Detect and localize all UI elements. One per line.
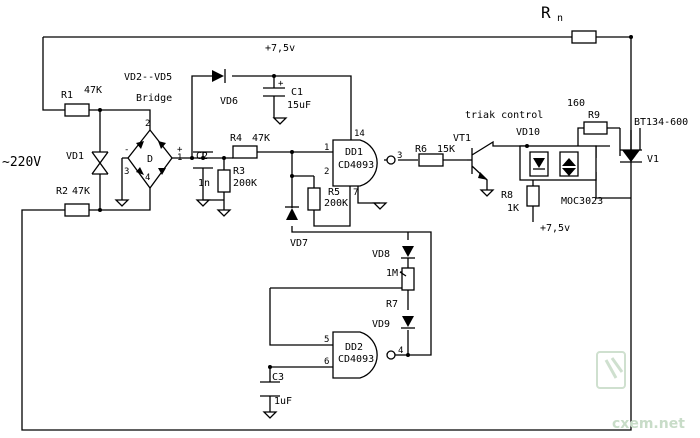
gate-dd2 bbox=[332, 331, 406, 379]
dd1-pin-1: 1 bbox=[324, 143, 329, 153]
resistor-r6 bbox=[418, 153, 444, 167]
resistor-r4 bbox=[232, 145, 258, 159]
c1-ref: C1 bbox=[291, 87, 303, 98]
c1-value: 15uF bbox=[287, 100, 311, 111]
dd1-chip: CD4093 bbox=[338, 160, 374, 171]
resistor-rn bbox=[571, 30, 597, 44]
vd10-label: VD10 bbox=[516, 127, 540, 138]
r6-ref: R6 bbox=[415, 144, 427, 155]
resistor-r7 bbox=[399, 267, 415, 291]
bridge-pin-1: 1 bbox=[177, 153, 182, 163]
bridge-d-label: D bbox=[147, 154, 153, 165]
dd2-chip: CD4093 bbox=[338, 354, 374, 365]
c2-value: 1n bbox=[198, 178, 210, 189]
dd1-pin-14: 14 bbox=[354, 129, 365, 139]
gate-dd1 bbox=[332, 139, 396, 187]
diode-vd6 bbox=[212, 69, 226, 83]
dd2-ref: DD2 bbox=[345, 342, 363, 353]
r8-value: 1K bbox=[507, 203, 519, 214]
diode-vd7 bbox=[285, 206, 299, 220]
resistor-r3 bbox=[217, 169, 231, 193]
bridge-pin-2: 2 bbox=[145, 119, 150, 129]
r8-ref: R8 bbox=[501, 190, 513, 201]
capacitor-c1: + bbox=[263, 79, 285, 104]
bridge-name: Bridge bbox=[136, 93, 172, 104]
r9-value: 160 bbox=[567, 98, 585, 109]
bridge-pin-3: 3 bbox=[124, 167, 129, 177]
bridge-ref: VD2--VD5 bbox=[124, 72, 172, 83]
opto-label: MOC3023 bbox=[561, 196, 603, 207]
r2-ref: R2 bbox=[56, 186, 68, 197]
resistor-r5 bbox=[307, 187, 321, 211]
triac-part-label: BT134-600 bbox=[634, 117, 688, 128]
triac-ref-label: V1 bbox=[647, 154, 659, 165]
transistor-vt1 bbox=[467, 159, 488, 180]
diode-vd8 bbox=[401, 246, 415, 259]
r5-value: 200K bbox=[324, 198, 348, 209]
optocoupler-moc3023 bbox=[519, 145, 597, 181]
r4-value: 47K bbox=[252, 133, 270, 144]
bridge-plus: + bbox=[177, 145, 183, 155]
bridge-pin-4: 4 bbox=[145, 173, 150, 183]
r4-ref: R4 bbox=[230, 133, 242, 144]
ground-symbols bbox=[114, 117, 495, 419]
dd2-pin-5: 5 bbox=[324, 335, 329, 345]
dd2-pin-4: 4 bbox=[398, 346, 403, 356]
r5-ref: R5 bbox=[328, 187, 340, 198]
r6-value: 15K bbox=[437, 144, 455, 155]
resistor-r8 bbox=[526, 185, 540, 207]
mains-label: ~220V bbox=[2, 155, 41, 170]
dd1-pin-2: 2 bbox=[324, 167, 329, 177]
vd8-label: VD8 bbox=[372, 249, 390, 260]
c3-ref: C3 bbox=[272, 372, 284, 383]
resistor-r2 bbox=[64, 203, 90, 217]
dd2-pin-6: 6 bbox=[324, 357, 329, 367]
r3-ref: R3 bbox=[233, 166, 245, 177]
supply-top-label: +7,5v bbox=[265, 43, 295, 54]
c3-value: 1uF bbox=[274, 396, 292, 407]
r3-value: 200K bbox=[233, 178, 257, 189]
vd1-label: VD1 bbox=[66, 151, 84, 162]
dd1-pin-7: 7 bbox=[353, 188, 358, 198]
r2-value: 47K bbox=[72, 186, 90, 197]
capacitor-c3 bbox=[260, 381, 280, 397]
r7-value: 1M bbox=[386, 268, 398, 279]
diode-vd1 bbox=[91, 151, 109, 175]
junction-dots bbox=[98, 35, 633, 369]
load-subscript: n bbox=[557, 13, 563, 24]
r9-ref: R9 bbox=[588, 110, 600, 121]
supply-bottom-label: +7,5v bbox=[540, 223, 570, 234]
diode-vd9 bbox=[401, 316, 415, 329]
vt1-label: VT1 bbox=[453, 133, 471, 144]
dd1-ref: DD1 bbox=[345, 147, 363, 158]
vd9-label: VD9 bbox=[372, 319, 390, 330]
triac-v1 bbox=[620, 149, 642, 163]
resistor-r1 bbox=[64, 103, 90, 117]
svg-text:+: + bbox=[278, 79, 284, 89]
c2-ref: C2 bbox=[196, 151, 208, 162]
triak-control-label: triak control bbox=[465, 110, 543, 121]
dd1-pin-3: 3 bbox=[397, 151, 402, 161]
vd6-label: VD6 bbox=[220, 96, 238, 107]
r1-ref: R1 bbox=[61, 90, 73, 101]
load-label: R bbox=[541, 3, 551, 22]
r1-value: 47K bbox=[84, 85, 102, 96]
watermark-text: cxem.net bbox=[612, 416, 685, 432]
wiring bbox=[21, 36, 641, 431]
r7-ref: R7 bbox=[386, 299, 398, 310]
watermark-logo: cxem.net bbox=[596, 351, 685, 432]
bridge-minus: - bbox=[124, 145, 129, 155]
capacitor-c2 bbox=[193, 151, 213, 169]
diode-bridge bbox=[127, 128, 173, 190]
resistor-r9 bbox=[583, 121, 608, 135]
vd7-label: VD7 bbox=[290, 238, 308, 249]
